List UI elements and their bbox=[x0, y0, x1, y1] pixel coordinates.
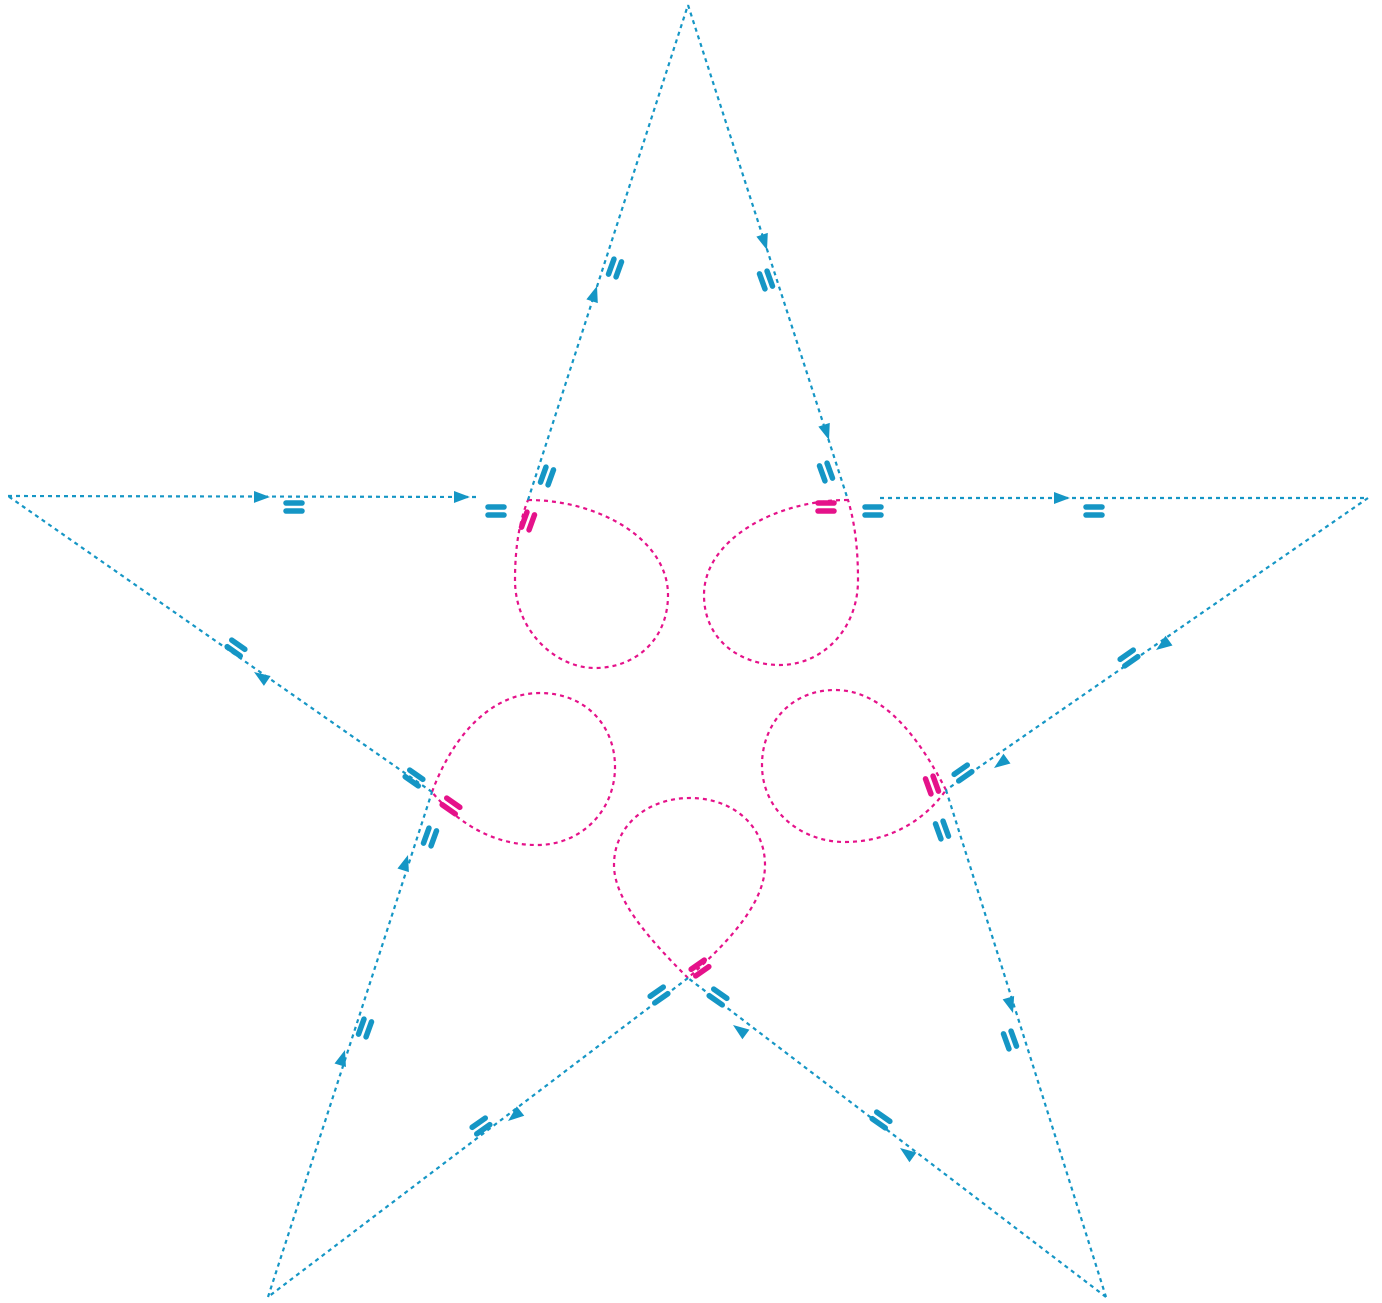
double-dash-icon bbox=[1086, 507, 1102, 515]
double-dash-icon bbox=[359, 1019, 372, 1037]
double-dash-icon bbox=[818, 503, 834, 511]
double-dash-icon bbox=[442, 798, 460, 814]
double-dash-icon bbox=[872, 1112, 890, 1128]
double-dash-icon bbox=[405, 770, 423, 786]
double-dash-markers bbox=[227, 259, 1138, 1134]
double-dash-icon bbox=[760, 271, 773, 289]
loop-upper-left bbox=[515, 500, 668, 668]
edge-side-bottomright-top bbox=[946, 790, 1106, 1297]
edge-side-top-left bbox=[528, 5, 688, 500]
loop-mid-right bbox=[762, 690, 946, 842]
double-dash-icon bbox=[936, 821, 949, 839]
arrow-icon-3 bbox=[818, 423, 829, 440]
double-dash-icon bbox=[522, 512, 535, 530]
double-dash-icon bbox=[424, 828, 437, 846]
edge-side-bottomright-left bbox=[688, 978, 1106, 1297]
edge-side-right-bottom bbox=[946, 498, 1368, 790]
loop-bottom bbox=[614, 798, 765, 978]
double-dash-icon bbox=[650, 987, 668, 1003]
arrow-icon-11 bbox=[335, 1050, 346, 1067]
edge-side-left-top bbox=[8, 496, 480, 497]
loop-mid-left bbox=[432, 693, 615, 845]
double-dash-icon bbox=[1004, 1031, 1017, 1049]
double-dash-icon bbox=[609, 259, 622, 277]
edge-side-left-bottom bbox=[8, 496, 432, 792]
arrow-icon-6 bbox=[994, 754, 1010, 768]
arrow-icon-4 bbox=[1054, 492, 1070, 504]
double-dash-icon bbox=[926, 776, 939, 794]
arrow-icon-5 bbox=[1156, 636, 1172, 650]
double-dash-icon bbox=[709, 989, 727, 1005]
loop-upper-right bbox=[704, 500, 858, 665]
double-dash-icon bbox=[1120, 650, 1138, 666]
arrow-icon-10 bbox=[508, 1106, 524, 1121]
double-dash-icon bbox=[227, 640, 245, 656]
arrow-icon-2 bbox=[756, 233, 767, 250]
inner-loops bbox=[432, 500, 946, 978]
double-dash-icon bbox=[472, 1118, 490, 1134]
double-dash-icon bbox=[488, 507, 504, 515]
arrow-icon-9 bbox=[733, 1025, 749, 1039]
double-dash-icon bbox=[954, 765, 972, 781]
double-dash-icon bbox=[286, 503, 302, 511]
star-edges bbox=[8, 5, 1368, 1297]
arrow-icon-14 bbox=[254, 491, 270, 503]
double-dash-icon bbox=[541, 467, 554, 485]
edge-side-bottomleft-right bbox=[268, 978, 688, 1297]
arrow-icon-12 bbox=[397, 855, 408, 872]
double-dash-icon bbox=[865, 507, 881, 515]
arrow-icon-13 bbox=[254, 672, 271, 686]
arrow-icon-15 bbox=[454, 491, 470, 503]
double-dash-icon bbox=[820, 463, 833, 481]
arrow-icon-1 bbox=[586, 286, 597, 303]
arrow-icon-7 bbox=[1003, 996, 1014, 1013]
